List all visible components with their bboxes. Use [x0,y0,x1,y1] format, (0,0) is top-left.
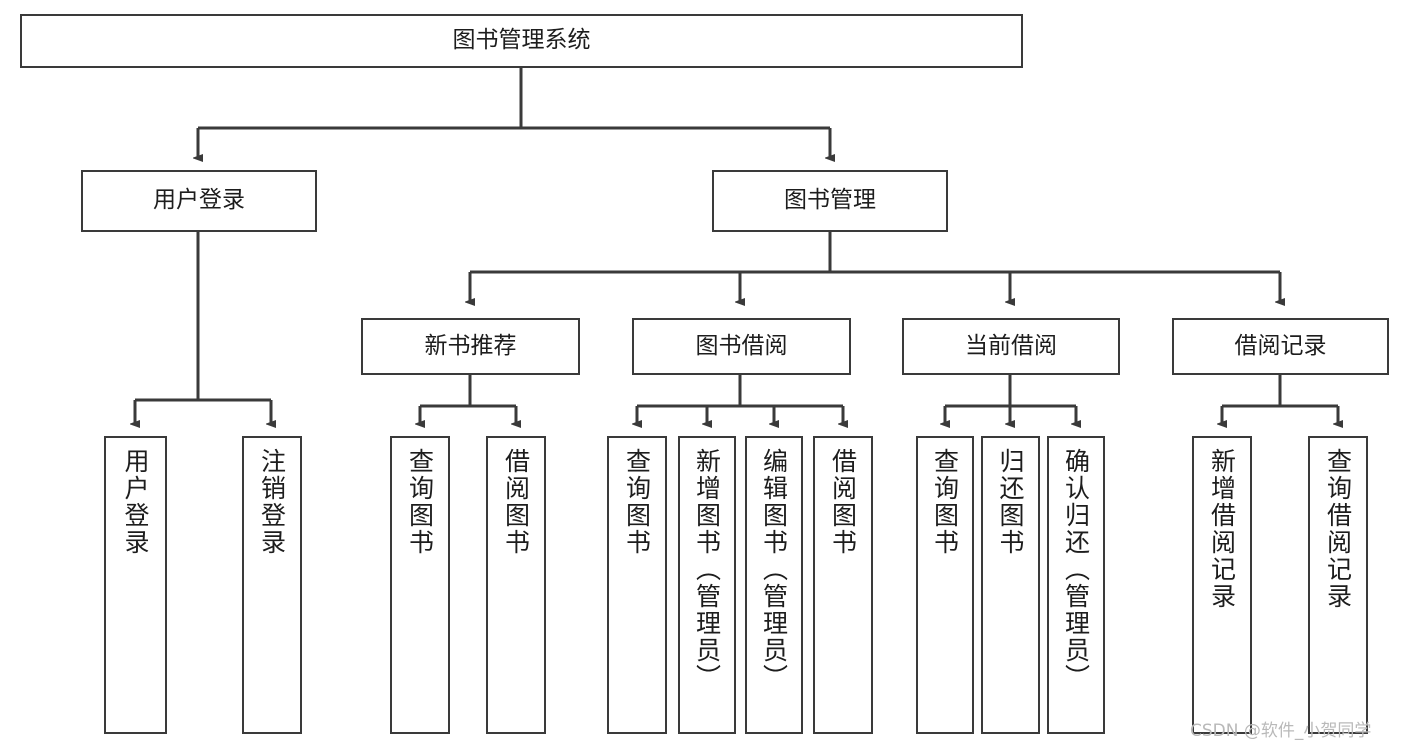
node-new-book-recommend[interactable]: 新书推荐 [361,318,580,375]
node-label: 查询图书 [405,448,435,556]
leaf-user-login-login[interactable]: 用户登录 [104,436,167,734]
node-user-login[interactable]: 用户登录 [81,170,317,232]
leaf-new-book-query-book[interactable]: 查询图书 [390,436,450,734]
node-label: 借阅图书 [828,448,858,556]
leaf-new-book-borrow-book[interactable]: 借阅图书 [486,436,546,734]
leaf-book-borrow-add-book-admin[interactable]: 新增图书（管理员） [678,436,736,734]
node-label: 编辑图书（管理员） [759,448,789,691]
node-current-borrow[interactable]: 当前借阅 [902,318,1120,375]
node-label: 新增借阅记录 [1207,448,1237,610]
node-label: 注销登录 [257,448,287,556]
node-label: 用户登录 [121,448,150,556]
node-label: 用户登录 [153,187,245,214]
leaf-borrow-record-add-record[interactable]: 新增借阅记录 [1192,436,1252,734]
node-label: 确认归还（管理员） [1061,448,1091,691]
node-label: 新书推荐 [424,332,517,359]
node-label: 图书管理 [784,187,876,214]
node-label: 图书借阅 [695,332,788,359]
node-label: 新增图书（管理员） [692,448,722,691]
node-label: 查询图书 [622,448,652,556]
node-label: 归还图书 [996,448,1025,556]
node-label: 查询图书 [930,448,960,556]
leaf-user-login-logout[interactable]: 注销登录 [242,436,302,734]
node-label: 借阅图书 [501,448,531,556]
leaf-book-borrow-edit-book-admin[interactable]: 编辑图书（管理员） [745,436,803,734]
node-label: 图书管理系统 [452,27,591,54]
node-borrow-record[interactable]: 借阅记录 [1172,318,1389,375]
node-label: 借阅记录 [1234,332,1327,359]
csdn-watermark: CSDN @软件_小贺同学 [1190,721,1372,741]
node-root-book-management-system[interactable]: 图书管理系统 [20,14,1023,68]
node-book-borrow[interactable]: 图书借阅 [632,318,851,375]
node-book-management[interactable]: 图书管理 [712,170,948,232]
leaf-current-borrow-confirm-return-admin[interactable]: 确认归还（管理员） [1047,436,1105,734]
leaf-book-borrow-query-book[interactable]: 查询图书 [607,436,667,734]
node-label: 查询借阅记录 [1323,448,1353,610]
leaf-book-borrow-borrow-book[interactable]: 借阅图书 [813,436,873,734]
leaf-current-borrow-return-book[interactable]: 归还图书 [981,436,1040,734]
node-label: 当前借阅 [965,332,1057,359]
leaf-borrow-record-query-record[interactable]: 查询借阅记录 [1308,436,1368,734]
leaf-current-borrow-query-book[interactable]: 查询图书 [916,436,974,734]
